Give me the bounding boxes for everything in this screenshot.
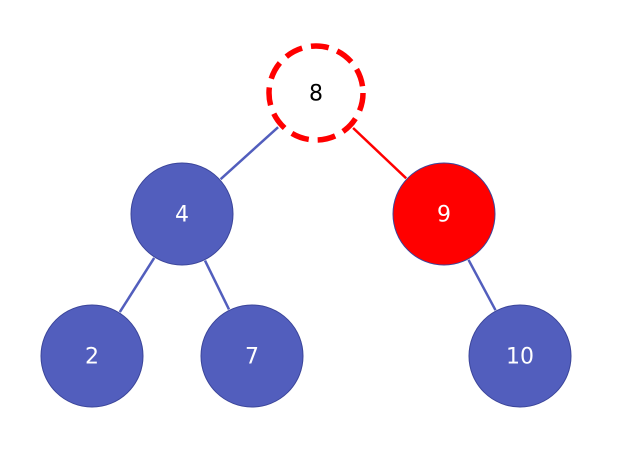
node-label: 8 — [309, 82, 323, 107]
node-label: 9 — [437, 203, 451, 228]
node-label: 4 — [175, 203, 189, 228]
node-circle — [130, 162, 234, 266]
edge-n4-n7 — [203, 260, 231, 310]
node-label: 10 — [506, 345, 534, 370]
tree-node-4: 4 — [130, 162, 234, 266]
edge-n8-n4 — [219, 126, 279, 181]
node-circle — [468, 304, 572, 408]
node-circle-highlighted — [392, 162, 496, 266]
tree-node-9: 9 — [392, 162, 496, 266]
edge-n4-n2 — [118, 257, 156, 313]
nodes-layer: 8 4 9 2 7 10 — [40, 43, 572, 408]
tree-node-2: 2 — [40, 304, 144, 408]
edges-layer — [118, 126, 497, 313]
edge-n8-n9 — [352, 127, 408, 180]
node-label: 2 — [85, 345, 99, 370]
tree-node-8: 8 — [266, 43, 366, 143]
node-circle-dashed — [266, 43, 366, 143]
node-circle — [40, 304, 144, 408]
tree-node-7: 7 — [200, 304, 304, 408]
tree-node-10: 10 — [468, 304, 572, 408]
node-circle — [200, 304, 304, 408]
node-label: 7 — [245, 345, 259, 370]
edge-n9-n10 — [467, 259, 497, 311]
